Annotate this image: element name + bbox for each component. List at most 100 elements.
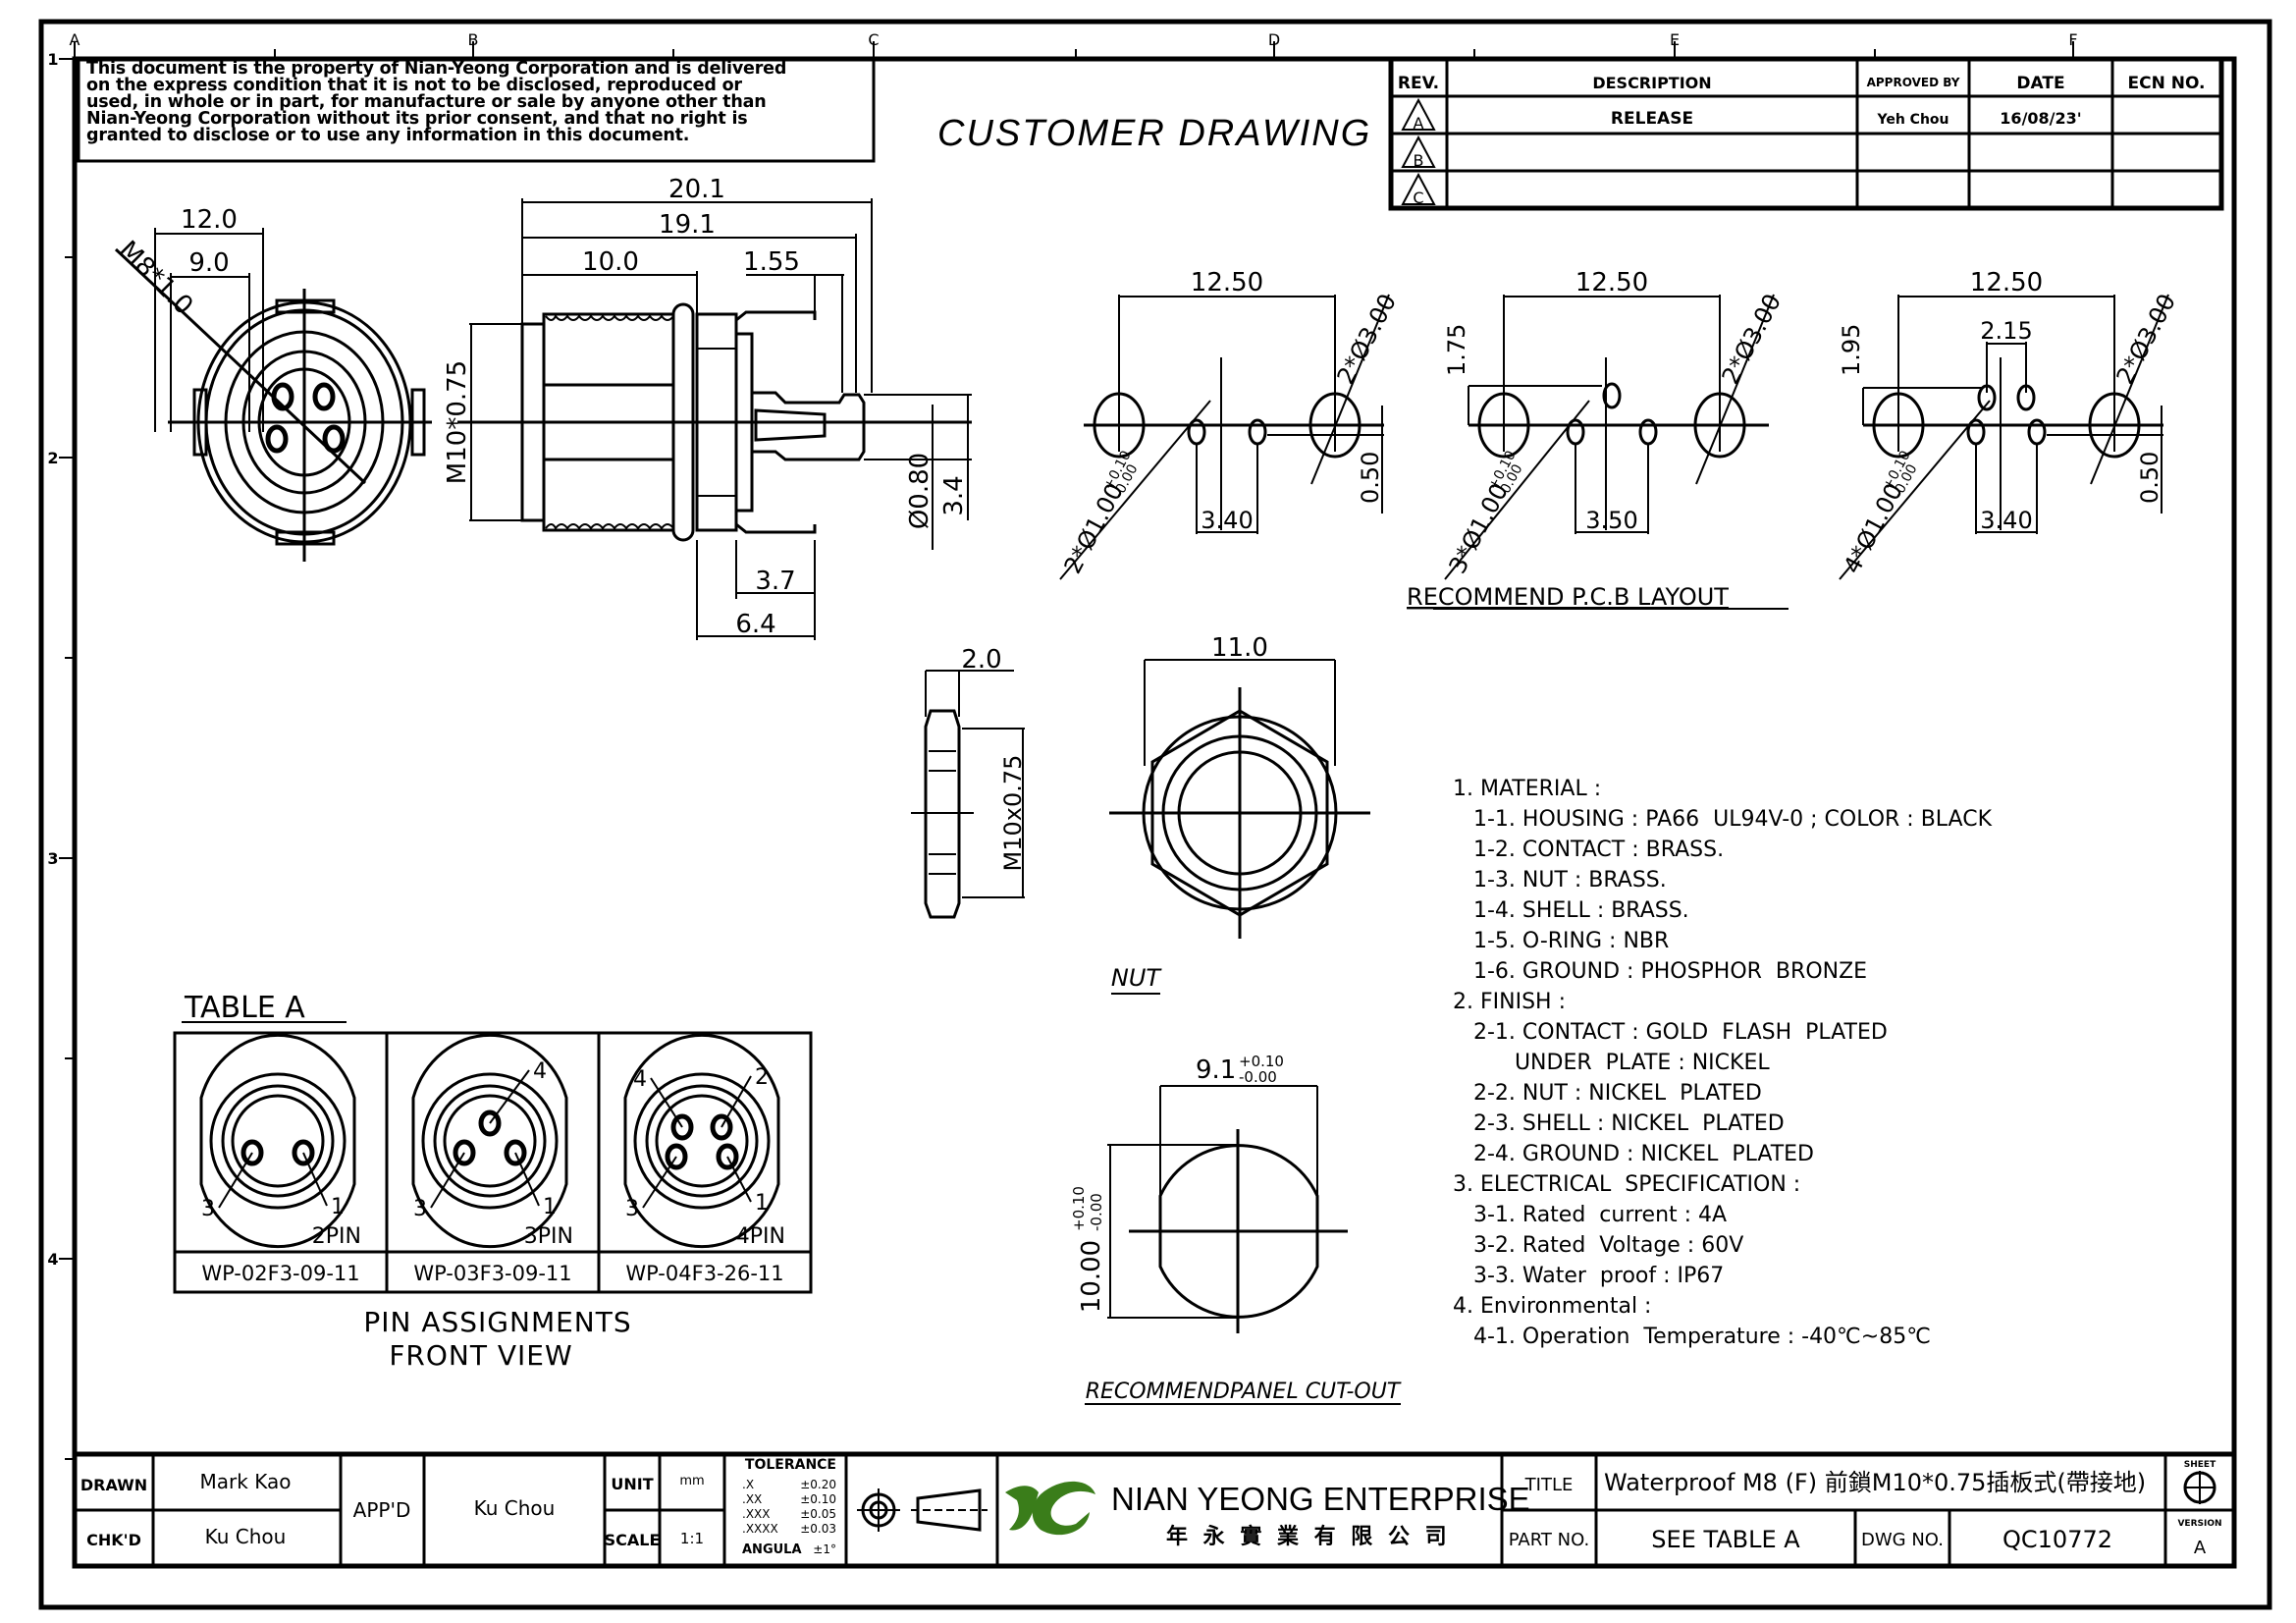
pcb-pin-hole — [1248, 418, 1267, 446]
pin-contact — [292, 1139, 315, 1166]
tolerance-key-3: .XXX — [742, 1507, 770, 1521]
pcb-mount-hole-dim: 2*Ø3.00 — [2111, 290, 2181, 389]
disclaimer-line: This document is the property of Nian-Ye… — [86, 59, 787, 79]
zone-row-2: 2 — [47, 449, 58, 467]
note-line: UNDER PLATE : NICKEL — [1453, 1051, 1770, 1075]
rev-header: REV. — [1398, 74, 1439, 93]
part-number-label: PART NO. — [1509, 1530, 1590, 1550]
pcb-pin-hole — [1602, 382, 1622, 409]
version-value: A — [2194, 1538, 2207, 1558]
front-view-caption: FRONT VIEW — [389, 1339, 572, 1372]
note-line: 4-1. Operation Temperature : -40℃~85℃ — [1453, 1325, 1931, 1349]
pin-contact — [670, 1113, 694, 1141]
table-a-title: TABLE A — [184, 991, 305, 1025]
zone-col-d: D — [1268, 30, 1280, 49]
pcb-mount-hole — [1872, 392, 1925, 459]
tolerance-key-2: .XX — [742, 1492, 762, 1506]
drawn-by: Mark Kao — [200, 1470, 292, 1493]
pin-contact — [453, 1139, 476, 1166]
rev-a-approved-by: Yeh Chou — [1876, 112, 1949, 128]
pcb-pin-hole — [2027, 418, 2047, 446]
pcb-layout-1: 12.502*Ø3.000.503.402*Ø1.00+0.10-0.00 — [1059, 268, 1402, 580]
company-name-chinese: 年 永 實 業 有 限 公 司 — [1166, 1524, 1451, 1549]
unit-value: mm — [679, 1474, 704, 1488]
pin-contact — [716, 1143, 739, 1170]
scale-label: SCALE — [605, 1531, 661, 1549]
zone-col-e: E — [1670, 30, 1680, 49]
side-view — [457, 198, 972, 640]
pcb-mount-hole — [1093, 392, 1146, 459]
note-line: 1-2. CONTACT : BRASS. — [1453, 838, 1725, 862]
scale-value: 1:1 — [680, 1530, 704, 1547]
zone-row-3: 3 — [47, 849, 58, 868]
disclaimer-line: on the express condition that it is not … — [86, 76, 742, 95]
revision-table: REV. DESCRIPTION APPROVED BY DATE ECN NO… — [1388, 56, 2224, 211]
nut-caption: NUT — [1111, 964, 1163, 992]
pcb-mount-hole-dim: 2*Ø3.00 — [1717, 290, 1787, 389]
note-line: 1-5. O-RING : NBR — [1453, 929, 1670, 953]
nut-across-flats: 11.0 — [1211, 633, 1268, 663]
pcb-layout-2: 12.502*Ø3.001.753.503*Ø1.00+0.10-0.00 — [1443, 268, 1787, 580]
front-dim-outer: 12.0 — [181, 205, 238, 235]
ecn-header: ECN NO. — [2128, 74, 2206, 93]
tolerance-title: TOLERANCE — [745, 1457, 836, 1473]
connector-outline — [199, 1033, 356, 1249]
table-a-grid — [173, 1031, 813, 1294]
side-dim-overall: 20.1 — [668, 175, 725, 204]
pin-number-label: 4 — [633, 1067, 647, 1092]
front-view-body — [114, 247, 432, 562]
rev-a-date: 16/08/23' — [2000, 109, 2081, 128]
zone-row-1: 1 — [47, 50, 58, 69]
panel-cutout — [1107, 1085, 1348, 1333]
disclaimer-line: granted to disclose or to use any inform… — [86, 126, 690, 145]
pin-contact — [478, 1109, 502, 1137]
drawing-title: CUSTOMER DRAWING — [937, 113, 1371, 154]
svg-text:A: A — [1414, 114, 1424, 133]
pcb-mount-hole-dim: 2*Ø3.00 — [1332, 290, 1402, 389]
tolerance-value-5: ±1° — [813, 1542, 836, 1556]
drawing-number-label: DWG NO. — [1861, 1530, 1944, 1550]
tolerance-value-1: ±0.20 — [800, 1478, 836, 1491]
pin-assignments-caption: PIN ASSIGNMENTS — [363, 1306, 631, 1338]
nut-front-view — [1109, 659, 1370, 939]
note-line: 1-4. SHELL : BRASS. — [1453, 898, 1689, 923]
note-line: 3-1. Rated current : 4A — [1453, 1203, 1728, 1227]
pcb-pin-hole — [1966, 418, 1986, 446]
note-line: 2-2. NUT : NICKEL PLATED — [1453, 1081, 1762, 1106]
nut-thickness: 2.0 — [961, 645, 1001, 675]
pcb-offset-dim: 0.50 — [2136, 452, 2163, 504]
disclaimer-line: Nian-Yeong Corporation without its prior… — [86, 109, 748, 129]
pcb-pin-hole — [1566, 418, 1585, 446]
note-line: 3-2. Rated Voltage : 60V — [1453, 1233, 1744, 1258]
pin-number-label: 1 — [755, 1191, 769, 1216]
pcb-mount-hole — [2088, 392, 2141, 459]
pcb-height-dim: 1.95 — [1838, 324, 1865, 376]
cutout-width-tol-minus: -0.00 — [1239, 1068, 1277, 1086]
note-line: 1-1. HOUSING : PA66 UL94V-0 ; COLOR : BL… — [1453, 807, 1993, 832]
tolerance-value-3: ±0.05 — [800, 1507, 836, 1521]
pin-number-label: 3 — [413, 1197, 427, 1221]
table-a-2pin-label: 2PIN — [312, 1224, 361, 1249]
cutout-height-tol-minus: -0.00 — [1088, 1193, 1105, 1231]
nut-side-view — [911, 670, 1025, 919]
zone-col-c: C — [868, 30, 879, 49]
side-dim-thread: M10*0.75 — [443, 360, 472, 484]
inner-frame — [72, 56, 2237, 1569]
cutout-width: 9.1 — [1196, 1055, 1236, 1085]
pin-number-label: 1 — [331, 1195, 345, 1219]
pin-contact — [240, 1139, 264, 1166]
svg-text:B: B — [1414, 151, 1424, 170]
zone-col-a: A — [70, 30, 80, 49]
pcb-pin-hole — [1187, 418, 1206, 446]
description-header: DESCRIPTION — [1592, 74, 1711, 92]
disclaimer-box — [77, 57, 876, 163]
pcb-width-dim: 12.50 — [1191, 268, 1263, 298]
pcb-layouts: 12.502*Ø3.000.503.402*Ø1.00+0.10-0.0012.… — [1059, 268, 2181, 580]
pcb-pitch-dim: 3.40 — [1201, 507, 1253, 534]
zone-markers-left: 1 2 3 4 — [47, 50, 75, 1460]
drawing-number: QC10772 — [2002, 1526, 2112, 1553]
side-dim-base: 6.4 — [735, 610, 775, 639]
svg-text:C: C — [1413, 189, 1423, 207]
